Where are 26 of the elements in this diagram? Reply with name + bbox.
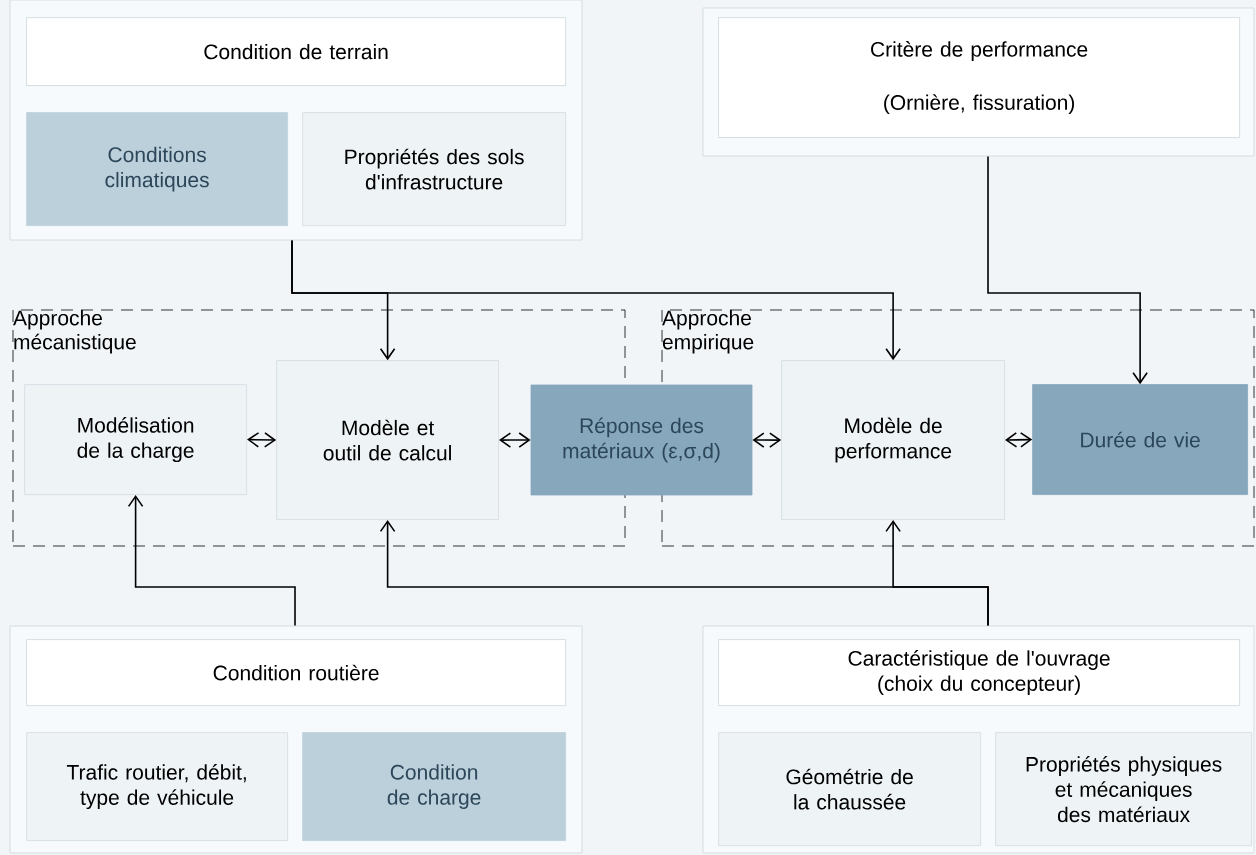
arrow [752, 432, 782, 448]
process-box: Conditions climatiques [26, 112, 288, 226]
arrow [127, 495, 296, 627]
process-box: Modèle de performance [781, 360, 1005, 520]
process-box: Propriétés des sols d'infrastructure [302, 112, 566, 226]
process-box: Condition de charge [302, 732, 566, 841]
title-box: Condition routière [26, 639, 566, 706]
process-box: Réponse des matériaux (ε,σ,d) [530, 384, 753, 496]
arrow [247, 432, 277, 448]
arrow [885, 520, 989, 627]
title-box: Condition de terrain [26, 17, 566, 86]
process-box: Propriétés physiques et mécaniques des matériaux [995, 732, 1252, 846]
process-box: Géométrie de la chaussée [718, 732, 981, 846]
title-box: Critère de performance (Ornière, fissuration) [718, 17, 1240, 138]
process-box: Modélisation de la charge [24, 384, 247, 495]
arrow [1005, 432, 1033, 448]
process-box: Modèle et outil de calcul [276, 360, 499, 520]
arrow [499, 432, 531, 448]
group-label: Approche empirique [662, 310, 754, 354]
arrow [987, 155, 1148, 385]
group-label: Approche mécanistique [13, 310, 136, 354]
dashed-group [661, 309, 1255, 547]
arrow [291, 239, 901, 361]
process-box: Trafic routier, débit, type de véhicule [26, 732, 288, 841]
process-box: Durée de vie [1032, 384, 1248, 495]
title-box: Caractéristique de l'ouvrage (choix du concepteur) [718, 639, 1240, 706]
